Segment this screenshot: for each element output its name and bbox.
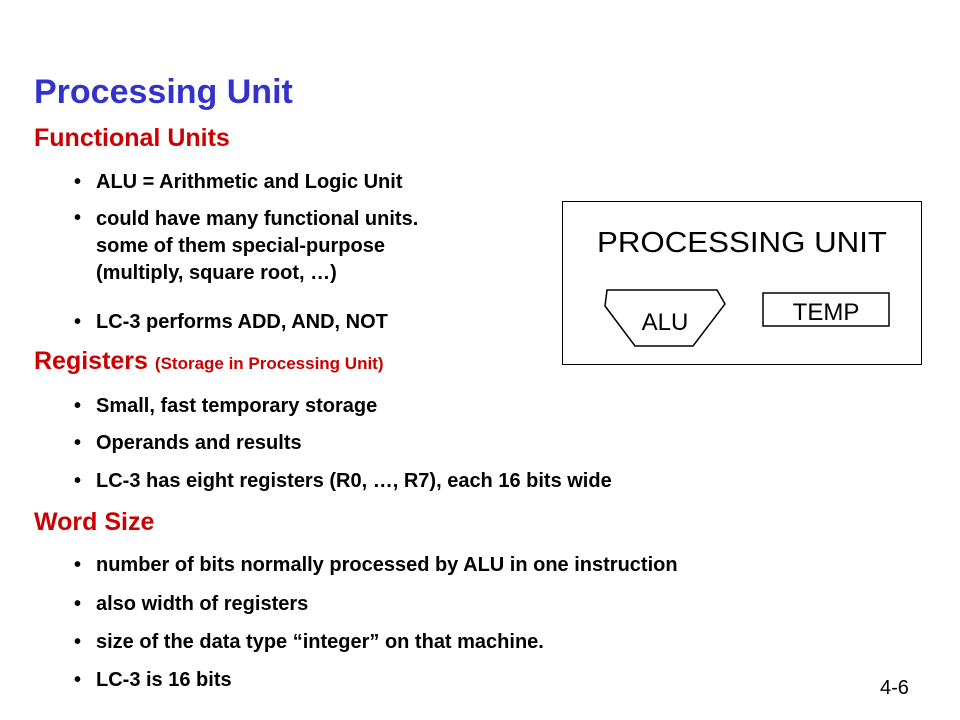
bullet-text: ALU = Arithmetic and Logic Unit [96,171,403,193]
bullet-dot-icon: • [74,593,82,615]
alu-label: ALU [642,309,689,336]
heading-word-size: Word Size [34,508,155,536]
bullet-dot-icon: • [74,171,82,193]
bullet-dot-icon: • [74,395,82,417]
bullet-dot-icon: • [74,432,82,454]
page-number: 4-6 [880,677,909,699]
processing-unit-diagram-svg: PROCESSING UNIT ALU TEMP [597,227,890,347]
slide-title: Processing Unit [34,73,293,111]
bullet-text: size of the data type “integer” on that … [96,631,544,653]
heading-registers-main: Registers [34,347,148,375]
bullet-text: LC-3 has eight registers (R0, …, R7), ea… [96,470,612,492]
diagram-title: PROCESSING UNIT [597,227,887,259]
processing-unit-diagram: PROCESSING UNIT ALU TEMP [562,201,922,365]
bullet-text: Operands and results [96,432,302,454]
bullet-dot-icon: • [74,311,82,333]
temp-register-shape [762,292,890,327]
heading-registers-sub: (Storage in Processing Unit) [154,354,384,373]
alu-shape [604,289,726,347]
bullet-text: Small, fast temporary storage [96,395,378,417]
heading-registers: Registers (Storage in Processing Unit) [34,346,384,379]
temp-label: TEMP [793,299,860,326]
bullet-dot-icon: • [74,669,82,691]
bullet-text: also width of registers [96,593,309,615]
bullet-dot-icon: • [74,470,82,492]
bullet-dot-icon: • [74,631,82,653]
bullet-dot-icon: • [74,554,82,576]
bullet-text: LC-3 performs ADD, AND, NOT [96,311,388,333]
bullet-dot-icon: • [74,207,82,229]
bullet-text: could have many functional units. some o… [96,208,419,284]
bullet-text: number of bits normally processed by ALU… [96,554,678,576]
heading-functional-units: Functional Units [34,124,230,152]
bullet-text: LC-3 is 16 bits [96,669,232,691]
